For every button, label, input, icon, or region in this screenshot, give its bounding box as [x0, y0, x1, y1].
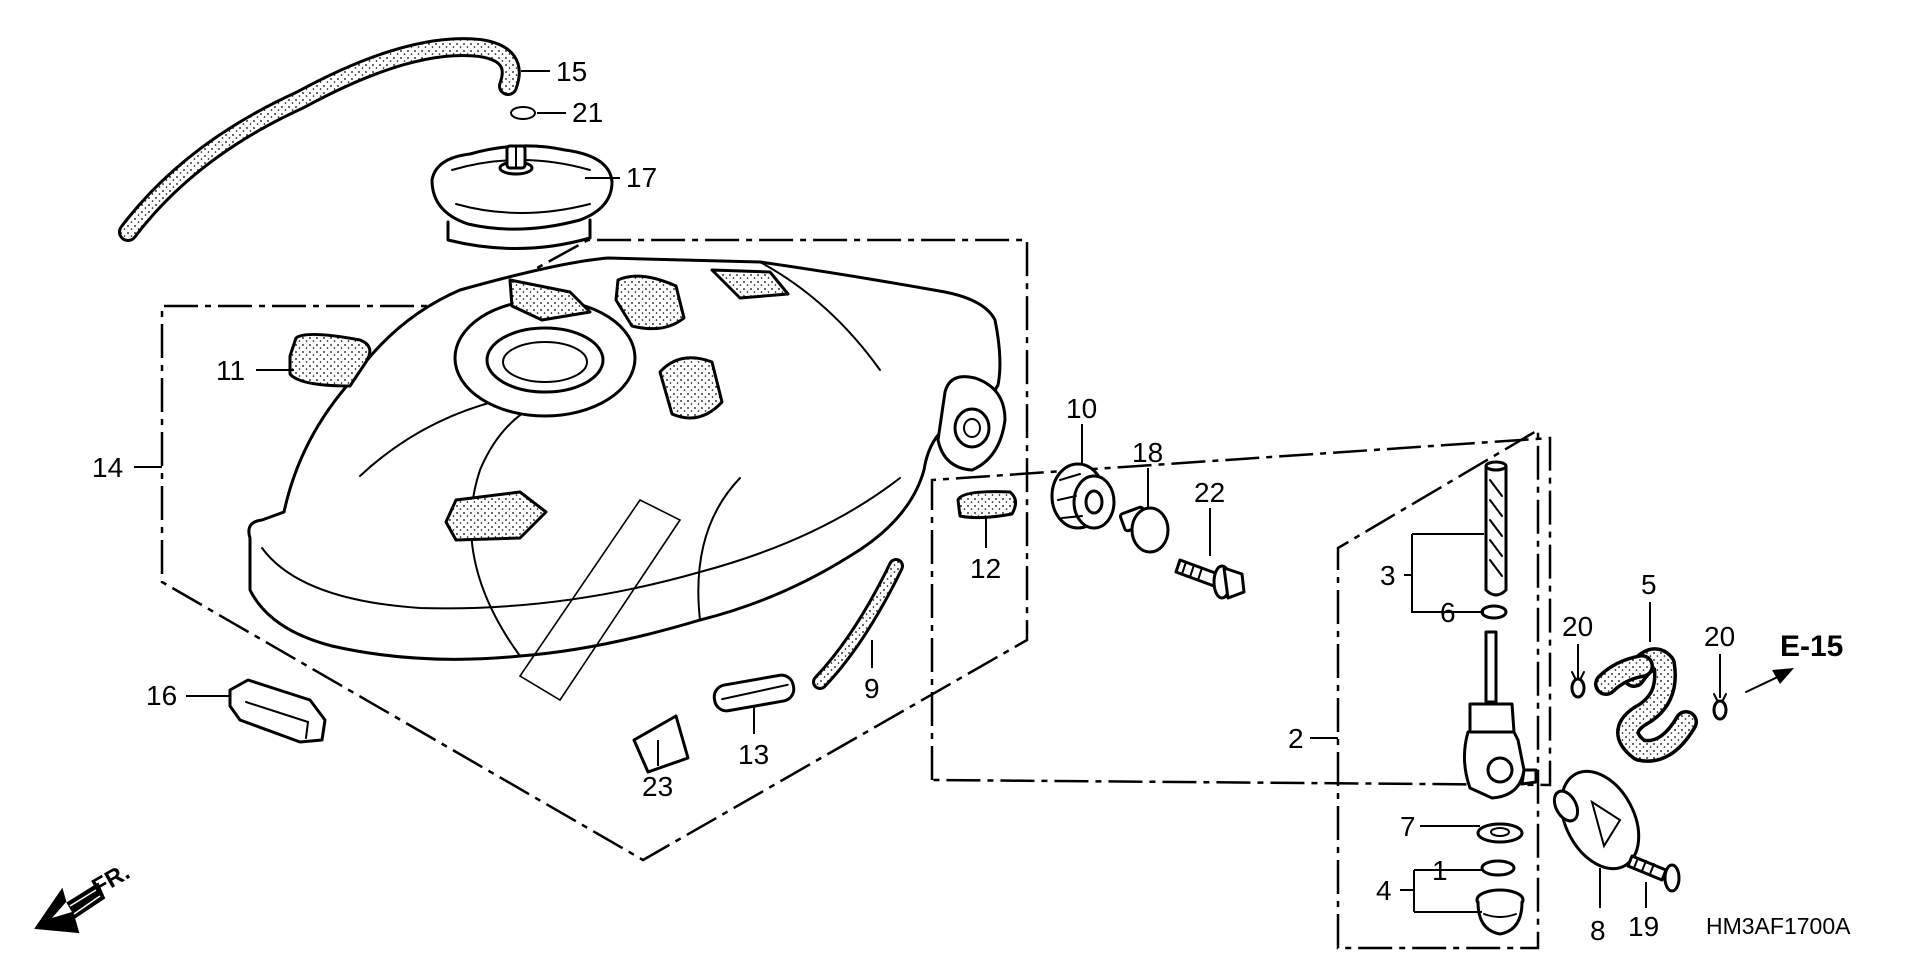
- cock-group-outline: [930, 436, 1552, 787]
- callout-21: 21: [572, 97, 603, 128]
- callout-labels: 15 21 17 11 14 16 23 13 9 12 10 18 22 3 …: [92, 56, 1735, 946]
- tube-clip-20-right: [1712, 693, 1728, 721]
- callout-23: 23: [642, 771, 673, 802]
- reference-arrow: [1745, 668, 1794, 693]
- rubber-strip-13: [712, 673, 796, 713]
- sediment-cup-4: [1475, 888, 1525, 936]
- diagram-code: HM3AF1700A: [1706, 913, 1851, 939]
- rubber-pad-11: [288, 332, 372, 388]
- collar-18: [1118, 505, 1170, 554]
- callout-3: 3: [1380, 560, 1396, 591]
- callout-9: 9: [864, 673, 880, 704]
- grommet-12: [956, 490, 1017, 520]
- mount-rubber-10: [1050, 462, 1116, 530]
- tank-assembly-outline: [160, 238, 1029, 862]
- fuel-tank: [247, 256, 1007, 702]
- callout-6: 6: [1440, 597, 1456, 628]
- callout-20-left: 20: [1562, 611, 1593, 642]
- callout-5: 5: [1641, 569, 1657, 600]
- rubber-seal-9: [812, 558, 904, 690]
- breather-tube: [118, 37, 521, 242]
- callout-10: 10: [1066, 393, 1097, 424]
- callout-11: 11: [216, 355, 245, 386]
- callout-19: 19: [1628, 911, 1659, 942]
- callout-20-right: 20: [1704, 621, 1735, 652]
- screw-19: [1626, 854, 1681, 893]
- fuel-tube-5: [1594, 647, 1698, 763]
- callout-7: 7: [1400, 811, 1416, 842]
- fuel-filler-cap: [430, 144, 614, 251]
- packing-7: [1476, 822, 1524, 844]
- callout-17: 17: [626, 162, 657, 193]
- callout-13: 13: [738, 739, 769, 770]
- callout-2: 2: [1288, 723, 1304, 754]
- tube-clip: [510, 106, 536, 120]
- o-ring-1: [1480, 859, 1516, 877]
- front-direction-arrow: [34, 882, 106, 934]
- callout-16: 16: [146, 680, 177, 711]
- o-ring-6: [1480, 604, 1508, 620]
- rubber-cushion-16: [228, 678, 327, 744]
- fuel-cock-assembly-outline: [1336, 427, 1540, 950]
- callout-1: 1: [1432, 855, 1448, 886]
- callout-4: 4: [1376, 875, 1392, 906]
- callout-22: 22: [1194, 477, 1225, 508]
- callout-18: 18: [1132, 437, 1163, 468]
- callout-14: 14: [92, 452, 123, 483]
- callout-15: 15: [556, 56, 587, 87]
- callout-8: 8: [1590, 915, 1606, 946]
- reference-label: E-15: [1780, 630, 1843, 663]
- leader-lines: [134, 70, 1721, 913]
- fuel-cock-lever-8: [1552, 769, 1641, 871]
- tube-clip-20-left: [1570, 671, 1586, 699]
- fuel-strainer-3: [1484, 460, 1508, 597]
- fuel-cock-body: [1463, 630, 1538, 800]
- callout-12: 12: [970, 553, 1001, 584]
- flange-bolt-22: [1174, 558, 1246, 600]
- caution-label: [632, 714, 690, 774]
